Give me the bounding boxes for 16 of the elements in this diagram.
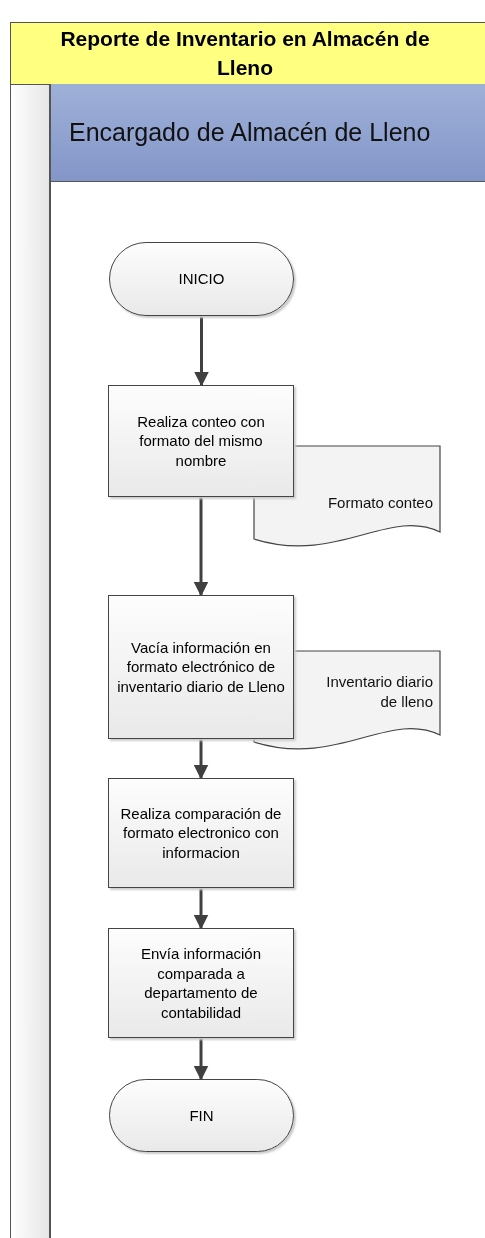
- document-label: Inventario diario de lleno: [325, 672, 433, 711]
- title-banner: Reporte de Inventario en Almacén de Lleno: [10, 22, 485, 85]
- arrow: [193, 1038, 209, 1081]
- process-box: Realiza conteo con formato del mismo nombre: [108, 385, 294, 497]
- terminal-shape: FIN: [109, 1079, 294, 1152]
- process-box: Realiza comparación de formato electronico con informacion: [108, 778, 294, 888]
- arrow: [193, 888, 209, 930]
- terminal-shape: INICIO: [109, 242, 294, 316]
- document-label: Formato conteo: [326, 493, 433, 513]
- process-box: Envía información comparada a departamento de contabilidad: [108, 928, 294, 1038]
- lane-header: Encargado de Almacén de Lleno: [51, 84, 485, 182]
- swimlane: [50, 84, 485, 1238]
- arrow: [193, 739, 209, 780]
- arrow: [194, 316, 209, 387]
- process-box: Vacía información en formato electrónico de inventario diario de Lleno: [108, 595, 294, 739]
- arrow: [193, 497, 209, 597]
